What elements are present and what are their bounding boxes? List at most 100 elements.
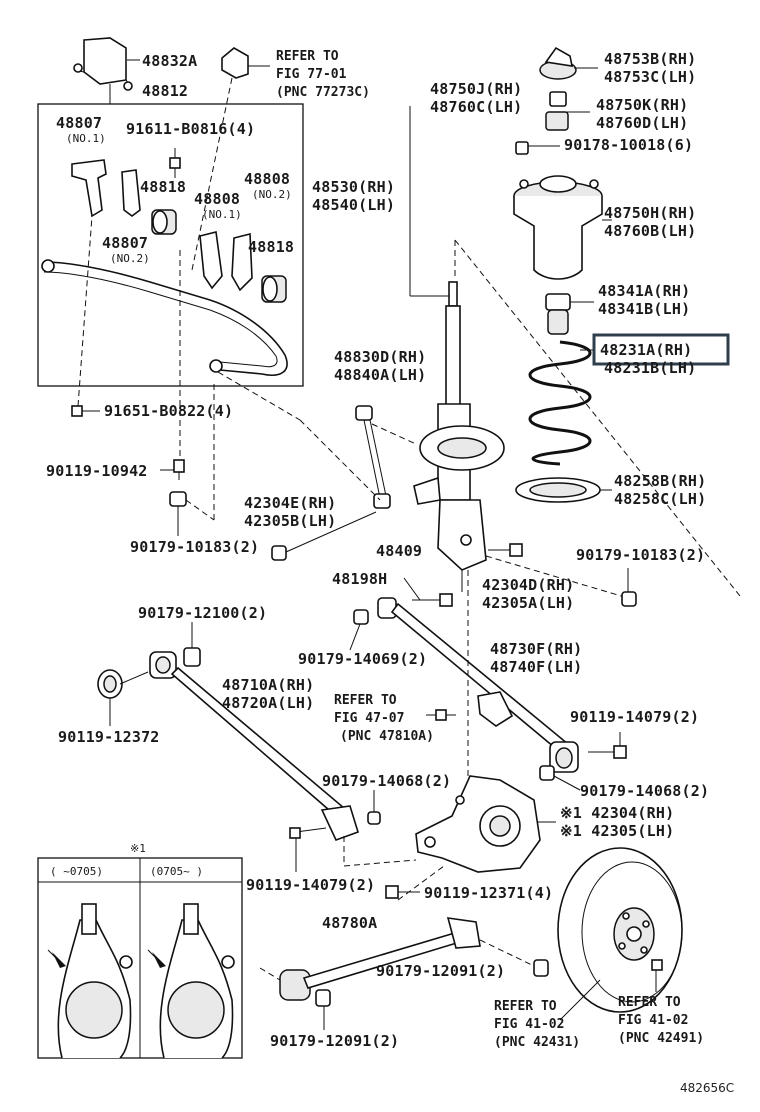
part-42431-disc-rotor[interactable] [557, 847, 683, 1013]
part-48818-bushing-a[interactable] [151, 209, 177, 235]
nut-90179-14069[interactable] [353, 609, 369, 625]
label-48807-no1[interactable]: 48807 [56, 114, 102, 132]
part-42304-rear-axle-carrier[interactable] [415, 775, 541, 873]
part-48807-no2[interactable] [231, 232, 253, 292]
label-48760B[interactable]: 48760B(LH) [604, 222, 696, 240]
nut-90178[interactable] [515, 141, 529, 155]
part-48830D-stabilizer-link[interactable] [355, 405, 391, 509]
ref41a-pnc[interactable]: (PNC 42431) [494, 1035, 580, 1050]
label-48750K[interactable]: 48750K(RH) [596, 96, 688, 114]
nut-90179-12100[interactable] [183, 647, 201, 667]
label-90178[interactable]: 90178-10018(6) [564, 136, 693, 154]
ref77-fig[interactable]: FIG 77-01 [276, 67, 347, 82]
part-48750H-strut-mount[interactable] [513, 175, 603, 280]
ref47-fig[interactable]: FIG 47-07 [334, 711, 404, 726]
part-48818-bushing-b[interactable] [261, 275, 287, 303]
label-48808-no2[interactable]: 48808 [244, 170, 290, 188]
label-42304[interactable]: ※1 42304(RH) [560, 804, 674, 822]
label-48753B[interactable]: 48753B(RH) [604, 50, 696, 68]
label-91651[interactable]: 91651-B0822(4) [104, 402, 233, 420]
bolt-90119-10942[interactable] [173, 459, 185, 480]
bolt-42304D[interactable] [488, 543, 523, 557]
bolt-91611[interactable] [169, 157, 181, 178]
ref41b-title[interactable]: REFER TO [618, 995, 681, 1010]
label-48840A[interactable]: 48840A(LH) [334, 366, 426, 384]
label-48740F[interactable]: 48740F(LH) [490, 658, 582, 676]
ref41a-title[interactable]: REFER TO [494, 999, 557, 1014]
label-90119-12372[interactable]: 90119-12372 [58, 728, 160, 746]
nut-90179-14068-a[interactable] [539, 765, 555, 781]
label-48258B[interactable]: 48258B(RH) [614, 472, 706, 490]
label-42304E[interactable]: 42304E(RH) [244, 494, 336, 512]
bolt-90119-12372[interactable] [97, 669, 149, 699]
ref47-title[interactable]: REFER TO [334, 693, 397, 708]
label-48760C[interactable]: 48760C(LH) [430, 98, 522, 116]
label-42305[interactable]: ※1 42305(LH) [560, 822, 674, 840]
label-48812[interactable]: 48812 [142, 82, 188, 100]
label-48807-no2[interactable]: 48807 [102, 234, 148, 252]
bolt-91651[interactable] [71, 405, 83, 417]
part-48341A-bumper[interactable] [545, 293, 571, 335]
label-90179-12091-b[interactable]: 90179-12091(2) [270, 1032, 399, 1050]
label-48750J[interactable]: 48750J(RH) [430, 80, 522, 98]
nut-90179-12091-b[interactable] [315, 989, 331, 1007]
nut-42304E[interactable] [271, 545, 287, 561]
part-48730F-lower-arm[interactable] [377, 597, 579, 773]
label-90179-12100[interactable]: 90179-12100(2) [138, 604, 267, 622]
ref41a-fig[interactable]: FIG 41-02 [494, 1017, 564, 1032]
label-90179-10183-a[interactable]: 90179-10183(2) [130, 538, 259, 556]
label-48730F[interactable]: 48730F(RH) [490, 640, 582, 658]
label-90119-10942[interactable]: 90119-10942 [46, 462, 148, 480]
label-90179-14068-a[interactable]: 90179-14068(2) [322, 772, 451, 790]
part-48753B-cap[interactable] [539, 46, 577, 80]
label-48753C[interactable]: 48753C(LH) [604, 68, 696, 86]
label-48409[interactable]: 48409 [376, 542, 422, 560]
nut-90179-10183-b[interactable] [621, 591, 637, 607]
part-48231A-coil-spring[interactable] [528, 340, 592, 466]
ref-77273C-bracket[interactable] [221, 47, 249, 79]
part-48530-shock-absorber[interactable] [413, 281, 505, 571]
bolt-90119-14079-a[interactable] [588, 745, 627, 759]
nut-90179-12091-a[interactable] [533, 959, 549, 977]
bolt-42491[interactable] [651, 959, 663, 971]
ref41b-fig[interactable]: FIG 41-02 [618, 1013, 688, 1028]
label-90179-10183-b[interactable]: 90179-10183(2) [576, 546, 705, 564]
label-48818-a[interactable]: 48818 [140, 178, 186, 196]
label-48231B[interactable]: 48231B(LH) [604, 359, 696, 377]
label-90179-14069[interactable]: 90179-14069(2) [298, 650, 427, 668]
label-91611[interactable]: 91611-B0816(4) [126, 120, 255, 138]
part-48808-no1[interactable] [199, 231, 223, 290]
nut-90179-14068-b[interactable] [367, 811, 381, 825]
label-48710A[interactable]: 48710A(RH) [222, 676, 314, 694]
label-48341B[interactable]: 48341B(LH) [598, 300, 690, 318]
bolt-90119-14079-b[interactable] [289, 827, 327, 839]
label-48198H[interactable]: 48198H [332, 570, 387, 588]
stabilizer-bar[interactable] [41, 259, 288, 376]
label-48808-no1[interactable]: 48808 [194, 190, 240, 208]
label-48780A[interactable]: 48780A [322, 914, 377, 932]
label-90179-14068-b[interactable]: 90179-14068(2) [580, 782, 709, 800]
ref77-title[interactable]: REFER TO [276, 49, 339, 64]
ref77-pnc[interactable]: (PNC 77273C) [276, 85, 370, 100]
ref-47810A-bolt[interactable] [435, 709, 456, 721]
ref41b-pnc[interactable]: (PNC 42491) [618, 1031, 704, 1046]
part-48710A-lateral-rod[interactable] [149, 651, 359, 842]
label-48231A[interactable]: 48231A(RH) [600, 341, 692, 359]
label-90119-14079-b[interactable]: 90119-14079(2) [246, 876, 375, 894]
label-48818-b[interactable]: 48818 [248, 238, 294, 256]
label-90179-12091-a[interactable]: 90179-12091(2) [376, 962, 505, 980]
label-48760D[interactable]: 48760D(LH) [596, 114, 688, 132]
label-42304D[interactable]: 42304D(RH) [482, 576, 574, 594]
label-48540[interactable]: 48540(LH) [312, 196, 395, 214]
label-90119-12371[interactable]: 90119-12371(4) [424, 884, 553, 902]
label-48830D[interactable]: 48830D(RH) [334, 348, 426, 366]
nut-90179-10183-a[interactable] [169, 491, 187, 507]
part-48750K-bushing[interactable] [545, 91, 569, 131]
part-48807-no1[interactable] [71, 159, 107, 218]
ref47-pnc[interactable]: (PNC 47810A) [340, 729, 434, 744]
part-48258B-spring-seat[interactable] [515, 477, 601, 503]
label-48530[interactable]: 48530(RH) [312, 178, 395, 196]
label-48832A[interactable]: 48832A [142, 52, 197, 70]
label-48750H[interactable]: 48750H(RH) [604, 204, 696, 222]
part-48832A-bracket[interactable] [73, 37, 133, 91]
